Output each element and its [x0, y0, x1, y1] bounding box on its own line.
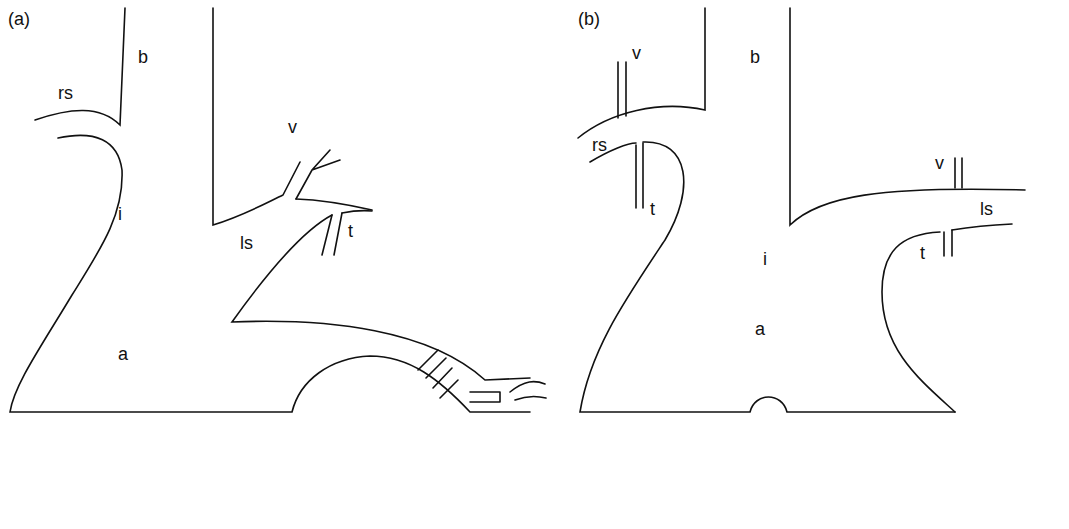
vessel-outline: [10, 135, 530, 412]
vessel-label: a: [118, 345, 128, 363]
hatching: [418, 350, 458, 398]
vessel-outline: [296, 199, 372, 210]
vessel-label: i: [118, 205, 122, 223]
vessel-label: b: [750, 48, 760, 66]
vessel-outline: [952, 224, 1012, 230]
vessel-outline: [296, 150, 340, 199]
vessel-label: v: [288, 118, 297, 136]
vessel-label: t: [650, 200, 655, 218]
vessel-outline: [578, 8, 705, 138]
vessel-outline: [342, 211, 372, 213]
vessel-outline: [618, 62, 626, 118]
vessel-label: ls: [240, 234, 253, 252]
vessel-outline: [882, 232, 955, 412]
vessel-label: v: [632, 44, 641, 62]
vessel-label: ls: [980, 200, 993, 218]
vessel-outline: [213, 8, 300, 225]
vessel-label: t: [348, 222, 353, 240]
panel-label: (b): [578, 10, 600, 28]
panel-label: (a): [8, 10, 30, 28]
vessel-outline: [232, 215, 530, 380]
vessel-label: b: [138, 48, 148, 66]
vessel-label: rs: [592, 136, 607, 154]
vessel-outline: [35, 8, 125, 125]
vessel-label: t: [920, 244, 925, 262]
vessel-outline: [955, 158, 962, 188]
vessel-outline: [580, 142, 955, 412]
vessel-outline: [790, 8, 1025, 225]
vessel-label: v: [935, 154, 944, 172]
vessel-label: i: [763, 250, 767, 268]
vessel-outline: [636, 143, 643, 208]
vessel-label: rs: [58, 84, 73, 102]
vessel-label: a: [755, 320, 765, 338]
vessel-branches: [470, 382, 546, 402]
vessel-outline: [944, 230, 952, 256]
